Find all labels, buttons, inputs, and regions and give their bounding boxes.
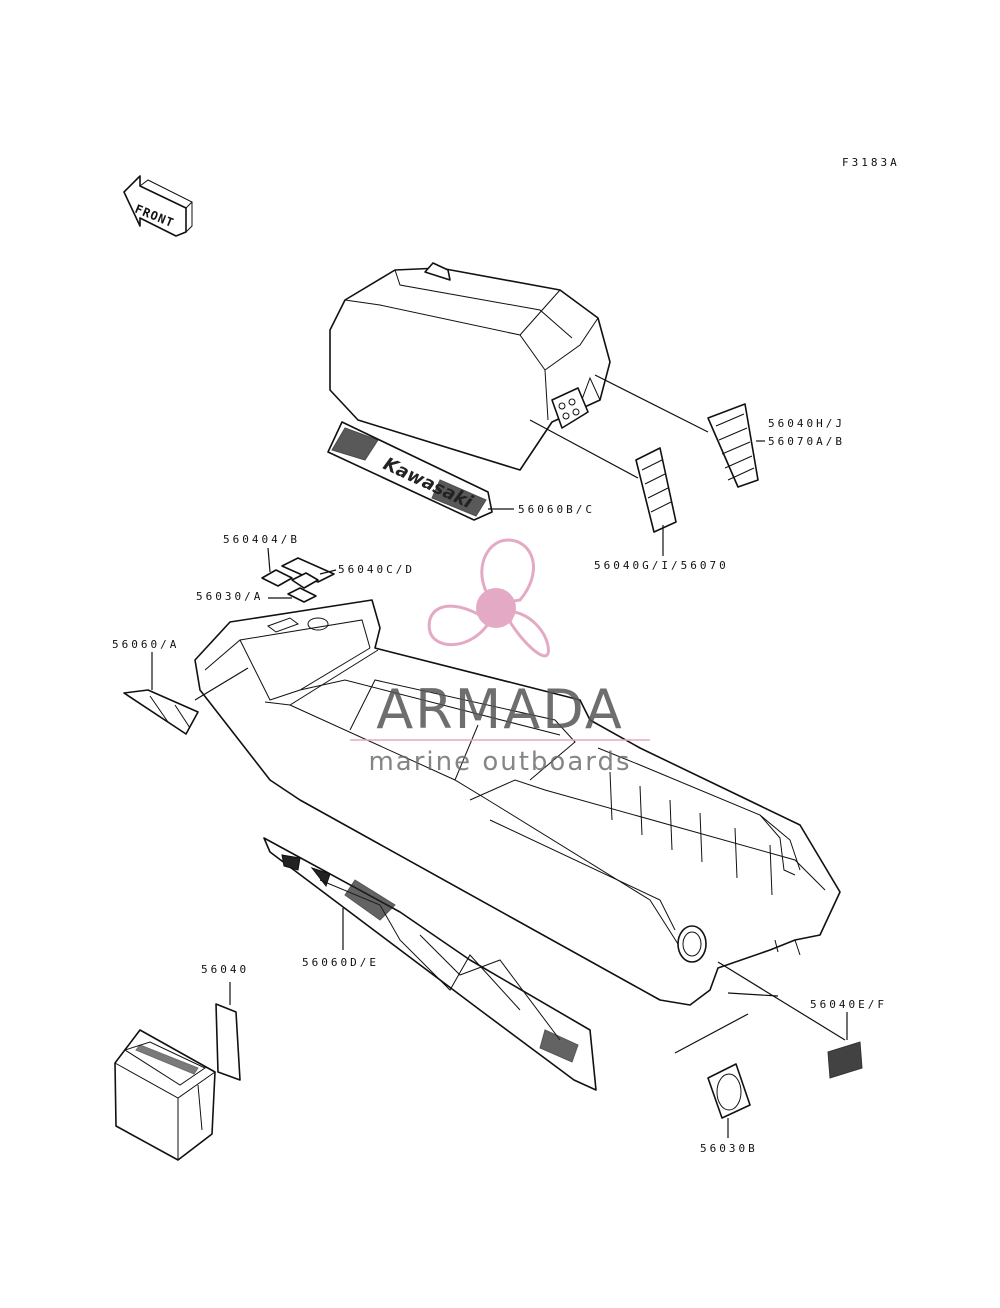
watermark: ARMADA marine outboards	[350, 538, 650, 777]
label-56040HJ: 56040H/J	[768, 417, 845, 430]
label-56030A: 56030/A	[196, 590, 263, 603]
foot-mat-right	[707, 403, 759, 488]
label-56060BC: 56060B/C	[518, 503, 595, 516]
front-decal	[123, 689, 199, 735]
label-56030B: 56030B	[700, 1142, 758, 1155]
diagram-code: F3183A	[842, 156, 900, 169]
battery	[114, 1029, 216, 1161]
foot-mat-left	[635, 447, 677, 533]
warning-decal	[827, 1041, 863, 1079]
label-56040AB: 560404/B	[223, 533, 300, 546]
label-56040G: 56040G/I/56070	[594, 559, 729, 572]
watermark-brand: ARMADA	[376, 678, 624, 741]
round-decal	[707, 1063, 751, 1119]
label-56040: 56040	[201, 963, 249, 976]
front-arrow-icon: FRONT	[123, 175, 193, 237]
label-56070AB: 56070A/B	[768, 435, 845, 448]
side-stripe-decal	[263, 837, 597, 1091]
label-56060A: 56060/A	[112, 638, 179, 651]
label-56040EF: 56040E/F	[810, 998, 887, 1011]
small-decals	[261, 557, 335, 603]
engine-hood	[329, 262, 611, 471]
leader-lines	[151, 374, 848, 1138]
watermark-tagline: marine outboards	[368, 747, 631, 777]
label-56040CD: 56040C/D	[338, 563, 415, 576]
propeller-hub-icon	[476, 588, 516, 628]
label-56060DE: 56060D/E	[302, 956, 379, 969]
propeller-logo-icon	[427, 538, 550, 658]
battery-label	[215, 1003, 241, 1081]
hull	[194, 599, 841, 1006]
